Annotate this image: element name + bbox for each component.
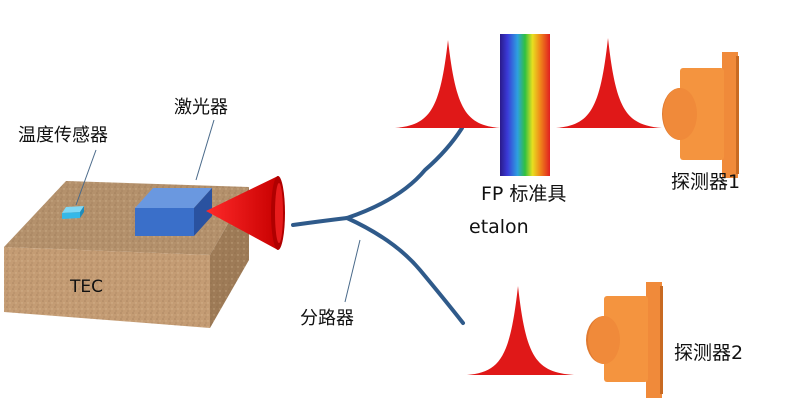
laser-body: [135, 188, 212, 236]
detector-2: [586, 282, 663, 398]
detector-1: [662, 52, 739, 178]
tec-block: TEC: [4, 181, 249, 328]
input-spectrum-peak: [395, 40, 500, 128]
fiber-splitter: [291, 126, 465, 325]
splitter-label: 分路器: [300, 308, 354, 329]
transmitted-spectrum-peak: [556, 38, 662, 128]
temp-sensor-leader: [75, 149, 97, 206]
tec-label: TEC: [69, 277, 103, 297]
laser-label: 激光器: [174, 97, 228, 118]
laser-beam-cone: [206, 176, 285, 250]
detector-2-label: 探测器2: [674, 342, 743, 364]
fp-etalon-sublabel: etalon: [469, 216, 529, 238]
splitter-leader: [344, 239, 361, 303]
temp-sensor-label: 温度传感器: [18, 125, 108, 146]
fp-etalon-label: FP 标准具: [481, 183, 566, 205]
temperature-sensor: [62, 206, 84, 219]
laser-leader: [195, 119, 215, 181]
fiber-input: [291, 216, 349, 227]
fp-etalon: [500, 34, 550, 176]
fiber-branch-lower: [345, 216, 465, 325]
fiber-branch-upper: [345, 126, 464, 220]
reference-spectrum-peak: [467, 286, 574, 375]
detector-1-label: 探测器1: [671, 171, 740, 193]
